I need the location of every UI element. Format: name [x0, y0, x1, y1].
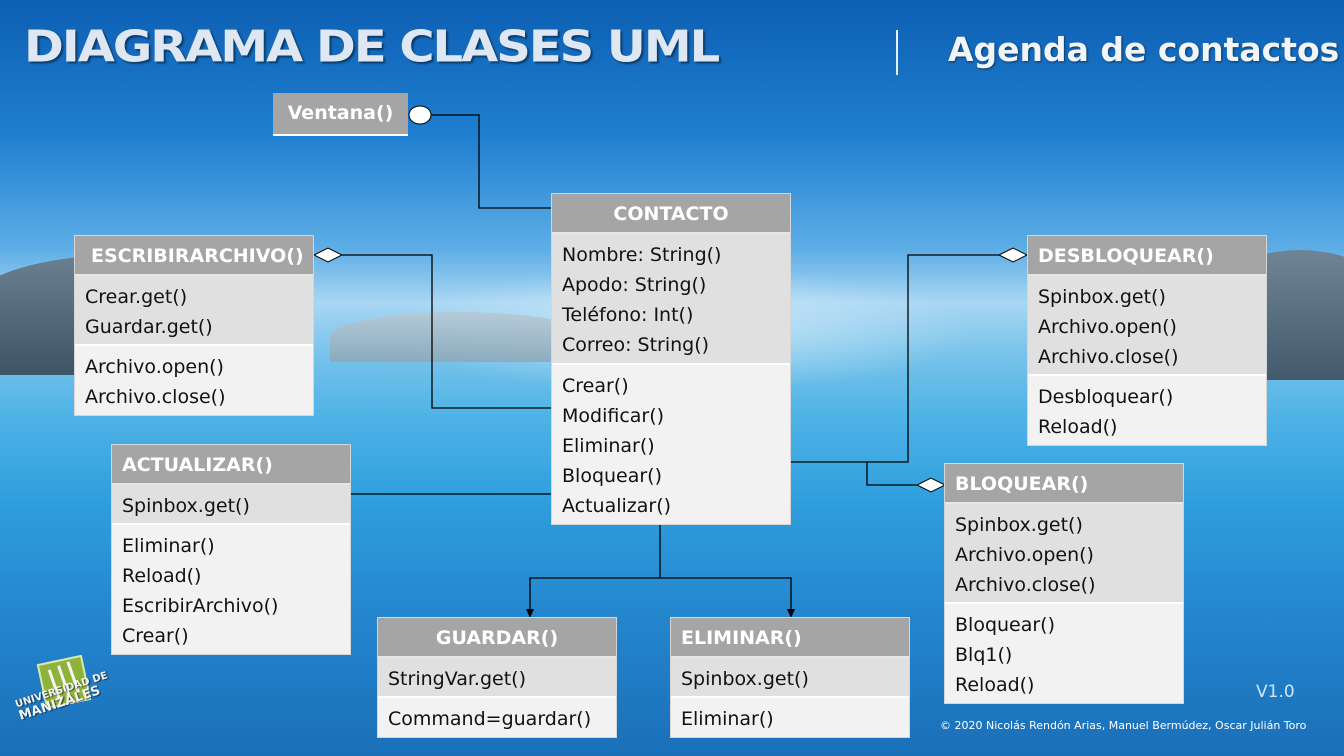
- aggregation-diamond-bloquear: [915, 477, 947, 493]
- attribute: Spinbox.get(): [122, 495, 250, 517]
- attribute: Teléfono: Int(): [562, 304, 694, 326]
- method: Eliminar(): [122, 535, 215, 557]
- class-contacto-methods: Crear() Modificar() Eliminar() Bloquear(…: [552, 365, 790, 521]
- class-escribirarchivo-name: ESCRIBIRARCHIVO(): [75, 236, 313, 276]
- connector-to-guardar: [529, 577, 660, 612]
- class-ventana: Ventana(): [273, 93, 408, 136]
- method: Desbloquear(): [1038, 386, 1174, 408]
- attribute: Crear.get(): [85, 286, 188, 308]
- attribute: Correo: String(): [562, 334, 710, 356]
- attribute: Spinbox.get(): [955, 514, 1083, 536]
- class-eliminar-name: ELIMINAR(): [671, 618, 909, 658]
- class-actualizar-methods: Eliminar() Reload() EscribirArchivo() Cr…: [112, 525, 350, 651]
- class-eliminar-methods: Eliminar(): [671, 698, 909, 734]
- aggregation-diamond-desbloquear: [997, 247, 1029, 263]
- connector-desbloquear-contacto: [790, 254, 999, 463]
- class-guardar-attributes: StringVar.get(): [378, 658, 616, 698]
- class-eliminar: ELIMINAR() Spinbox.get() Eliminar(): [670, 617, 910, 738]
- class-guardar: GUARDAR() StringVar.get() Command=guarda…: [377, 617, 617, 738]
- page-title: DIAGRAMA DE CLASES UML: [24, 22, 720, 73]
- method: Eliminar(): [562, 435, 655, 457]
- class-desbloquear-methods: Desbloquear() Reload(): [1028, 376, 1266, 442]
- class-actualizar-attributes: Spinbox.get(): [112, 485, 350, 525]
- arrowhead-guardar: [526, 609, 534, 618]
- method: Archivo.open(): [85, 356, 224, 378]
- class-bloquear-methods: Bloquear() Blq1() Reload(): [945, 604, 1183, 700]
- class-escribirarchivo-attributes: Crear.get() Guardar.get(): [75, 276, 313, 346]
- class-desbloquear-attributes: Spinbox.get() Archivo.open() Archivo.clo…: [1028, 276, 1266, 376]
- attribute: Archivo.open(): [955, 544, 1094, 566]
- class-ventana-name: Ventana(): [273, 93, 408, 134]
- class-escribirarchivo: ESCRIBIRARCHIVO() Crear.get() Guardar.ge…: [74, 235, 314, 416]
- method: Reload(): [122, 565, 202, 587]
- page-subtitle: Agenda de contactos: [948, 30, 1340, 69]
- attribute: StringVar.get(): [388, 668, 527, 690]
- method: Crear(): [562, 375, 629, 397]
- method: Command=guardar(): [388, 708, 592, 730]
- arrowhead-eliminar: [787, 609, 795, 618]
- class-actualizar: ACTUALIZAR() Spinbox.get() Eliminar() Re…: [111, 444, 351, 655]
- copyright-text: © 2020 Nicolás Rendón Arias, Manuel Berm…: [940, 719, 1307, 732]
- method: Actualizar(): [562, 495, 672, 517]
- class-bloquear: BLOQUEAR() Spinbox.get() Archivo.open() …: [944, 463, 1184, 704]
- class-actualizar-name: ACTUALIZAR(): [112, 445, 350, 485]
- class-desbloquear: DESBLOQUEAR() Spinbox.get() Archivo.open…: [1027, 235, 1267, 446]
- version-label: V1.0: [1256, 682, 1295, 702]
- method: Blq1(): [955, 644, 1013, 666]
- class-guardar-methods: Command=guardar(): [378, 698, 616, 734]
- connector-escribirarchivo-contacto: [342, 254, 552, 409]
- connector-to-eliminar: [660, 577, 792, 612]
- attribute: Spinbox.get(): [1038, 286, 1166, 308]
- attribute: Archivo.close(): [1038, 346, 1179, 368]
- class-eliminar-attributes: Spinbox.get(): [671, 658, 909, 698]
- header-divider: [896, 30, 898, 75]
- interface-circle: [408, 105, 432, 125]
- method: Crear(): [122, 625, 189, 647]
- class-contacto: CONTACTO Nombre: String() Apodo: String(…: [551, 193, 791, 525]
- class-guardar-name: GUARDAR(): [378, 618, 616, 658]
- method: Archivo.close(): [85, 386, 226, 408]
- method: Modificar(): [562, 405, 665, 427]
- class-escribirarchivo-methods: Archivo.open() Archivo.close(): [75, 346, 313, 412]
- method: Bloquear(): [955, 614, 1056, 636]
- university-logo-icon: [36, 655, 92, 710]
- class-desbloquear-name: DESBLOQUEAR(): [1028, 236, 1266, 276]
- aggregation-diamond-escribirarchivo: [312, 247, 344, 263]
- method: Reload(): [955, 674, 1035, 696]
- class-bloquear-name: BLOQUEAR(): [945, 464, 1183, 504]
- attribute: Nombre: String(): [562, 244, 722, 266]
- attribute: Guardar.get(): [85, 316, 213, 338]
- attribute: Archivo.open(): [1038, 316, 1177, 338]
- connector-ventana-contacto: [431, 114, 552, 209]
- method: EscribirArchivo(): [122, 595, 279, 617]
- method: Reload(): [1038, 416, 1118, 438]
- method: Bloquear(): [562, 465, 663, 487]
- method: Eliminar(): [681, 708, 774, 730]
- class-bloquear-attributes: Spinbox.get() Archivo.open() Archivo.clo…: [945, 504, 1183, 604]
- class-contacto-name: CONTACTO: [552, 194, 790, 234]
- center-hill: [330, 312, 590, 362]
- attribute: Apodo: String(): [562, 274, 707, 296]
- connector-bloquear-contacto: [866, 462, 917, 486]
- class-contacto-attributes: Nombre: String() Apodo: String() Teléfon…: [552, 234, 790, 365]
- attribute: Spinbox.get(): [681, 668, 809, 690]
- attribute: Archivo.close(): [955, 574, 1096, 596]
